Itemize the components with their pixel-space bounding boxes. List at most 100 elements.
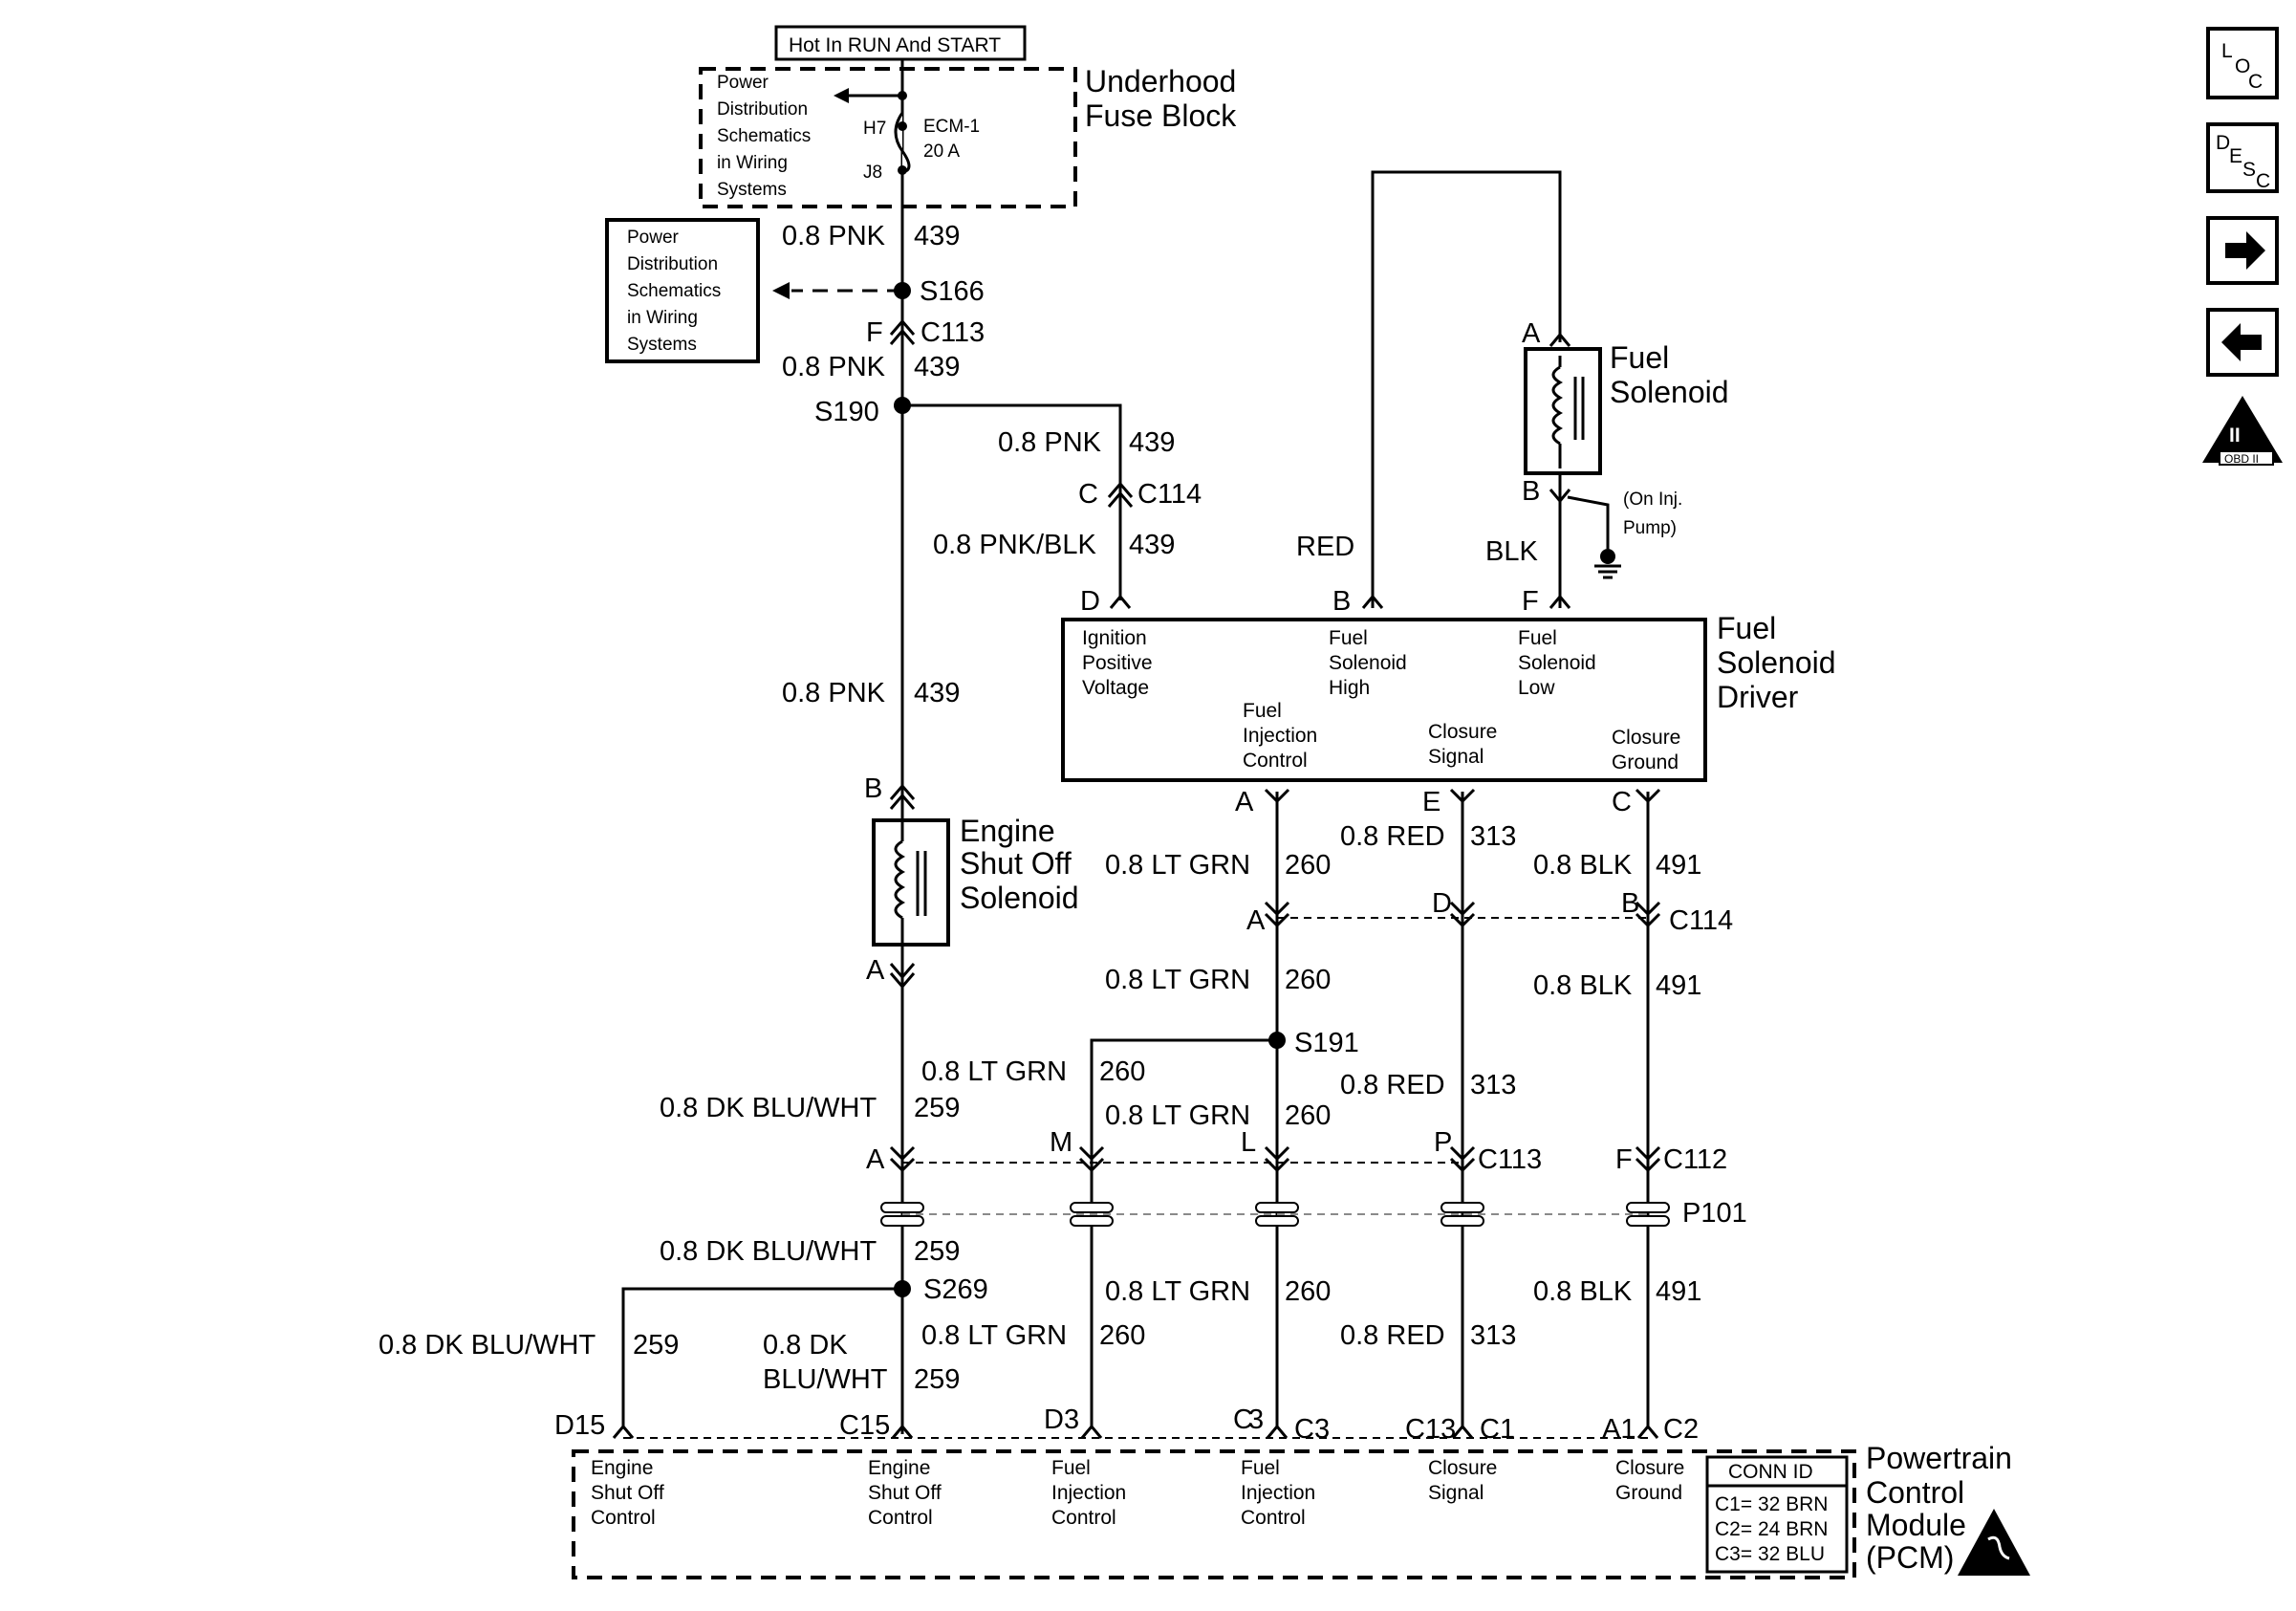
svg-text:Signal: Signal	[1428, 1482, 1484, 1504]
driver-ignition-label: Ignition Positive Voltage	[1082, 627, 1153, 699]
wire-ltgrn-label-6: 0.8 LT GRN	[921, 1320, 1067, 1351]
pin-d3: D3	[1044, 1404, 1079, 1435]
wire-439-label-1: 439	[914, 221, 960, 251]
wire-blk-label-1: 0.8 BLK	[1533, 850, 1633, 881]
pin-a1: A1	[1602, 1414, 1635, 1445]
wire-ltgrn-260-branch	[1090, 1038, 1277, 1428]
wire-439-label-5: 439	[914, 678, 960, 708]
ref2-line-5: Systems	[627, 335, 697, 355]
pcm-pin-d15-symbol	[612, 1424, 635, 1439]
shutoff-coil	[894, 839, 906, 920]
s166-arrow-head	[772, 282, 790, 299]
loc-button[interactable]: L O C	[2206, 27, 2279, 99]
svg-text:Shut Off: Shut Off	[591, 1482, 664, 1504]
pin-f-driver: F	[1522, 586, 1539, 617]
pcm-title-4: (PCM)	[1866, 1540, 1954, 1575]
driver-pin-a-symbol	[1264, 788, 1290, 804]
p101-grommet-3	[1255, 1202, 1299, 1227]
arrow-left-icon	[2221, 323, 2262, 361]
svg-text:Engine: Engine	[591, 1457, 653, 1479]
driver-fuel-high-label: Fuel Solenoid High	[1329, 627, 1407, 699]
fuel-solenoid-title: Fuel	[1610, 340, 1669, 375]
obd-ii-button[interactable]: II OBD II	[2202, 396, 2283, 466]
wire-439-label-4: 439	[1129, 530, 1175, 560]
svg-text:Fuel: Fuel	[1243, 700, 1282, 722]
desc-button[interactable]: D E S C	[2206, 122, 2279, 193]
pin-p-c113: P	[1434, 1127, 1452, 1158]
c114-pin-b-symbol	[1635, 901, 1661, 928]
svg-text:Closure: Closure	[1612, 727, 1680, 749]
pin-d-c114: D	[1432, 888, 1452, 919]
p101-grommet-4	[1440, 1202, 1484, 1227]
wire-439-label-2: 439	[914, 352, 960, 382]
svg-text:C3= 32 BLU: C3= 32 BLU	[1715, 1543, 1825, 1565]
svg-text:CONN ID: CONN ID	[1728, 1461, 1813, 1483]
wire-260-label-3: 260	[1099, 1056, 1145, 1087]
wire-pnkblk-label: 0.8 PNK/BLK	[933, 530, 1097, 560]
next-page-button[interactable]	[2206, 216, 2279, 285]
connector-c2: C2	[1663, 1414, 1699, 1445]
wire-dk-label: 0.8 DK	[763, 1330, 848, 1361]
wire-313-label-1: 313	[1470, 821, 1516, 852]
wire-439-label-3: 439	[1129, 427, 1175, 458]
pcm-pin-c3-symbol	[1266, 1424, 1289, 1439]
pin-m-c113: M	[1050, 1127, 1072, 1158]
connector-c113-bottom: C113	[1478, 1144, 1542, 1175]
svg-text:Closure: Closure	[1428, 1457, 1497, 1479]
c113-pin-p-symbol	[1449, 1145, 1476, 1173]
svg-text:Fuel: Fuel	[1329, 627, 1368, 649]
wire-259-label-2: 259	[914, 1236, 960, 1267]
pcm-pin-c15-symbol	[891, 1424, 914, 1439]
fuel-solenoid-title-2: Solenoid	[1610, 375, 1729, 409]
svg-text:Power: Power	[717, 73, 769, 93]
pcm-closure-signal: Closure Signal	[1428, 1457, 1497, 1504]
pin-c3-num: 3	[1248, 1404, 1264, 1435]
wire-red-fuel-solenoid-high	[1371, 170, 1562, 608]
wire-dkbluwht-label-1: 0.8 DK BLU/WHT	[660, 1093, 877, 1123]
svg-text:O: O	[2235, 55, 2250, 77]
conn-id-table: CONN ID C1= 32 BRN C2= 24 BRN C3= 32 BLU	[1705, 1455, 1849, 1574]
svg-text:Voltage: Voltage	[1082, 677, 1149, 699]
pcm-box	[572, 1449, 1856, 1579]
driver-title-3: Driver	[1717, 680, 1799, 714]
wire-pnk-label-3: 0.8 PNK	[998, 427, 1102, 458]
svg-text:Ground: Ground	[1612, 751, 1679, 773]
svg-text:Fuel: Fuel	[1241, 1457, 1280, 1479]
pin-b-shutoff: B	[864, 773, 882, 804]
pin-a-shutoff: A	[866, 955, 885, 986]
driver-title: Fuel	[1717, 611, 1776, 645]
svg-text:Schematics: Schematics	[717, 126, 811, 146]
fuel-solenoid-component	[1524, 347, 1602, 475]
svg-text:Solenoid: Solenoid	[1518, 652, 1596, 674]
svg-text:Shut Off: Shut Off	[868, 1482, 942, 1504]
svg-text:Low: Low	[1518, 677, 1555, 699]
engine-shut-off-title: Engine	[960, 814, 1055, 848]
pcm-title: Powertrain	[1866, 1441, 2012, 1475]
pcm-pin-c13-symbol	[1451, 1424, 1474, 1439]
svg-text:C: C	[2256, 170, 2270, 192]
wire-313-label-3: 313	[1470, 1320, 1516, 1351]
pin-c3-left: C	[1233, 1404, 1253, 1435]
pin-c-c114: C	[1078, 479, 1098, 510]
svg-text:Solenoid: Solenoid	[1329, 652, 1407, 674]
previous-page-button[interactable]	[2206, 308, 2279, 377]
wire-491-label-3: 491	[1656, 1276, 1701, 1307]
wire-red-label-1: 0.8 RED	[1340, 821, 1445, 852]
wire-red-label-2: 0.8 RED	[1340, 1070, 1445, 1100]
wire-dkbluwht-label-3: 0.8 DK BLU/WHT	[379, 1330, 596, 1361]
wire-red-label-3: 0.8 RED	[1340, 1320, 1445, 1351]
wire-ltgrn-label-4: 0.8 LT GRN	[1105, 1100, 1250, 1131]
engine-shut-off-title-2: Shut Off	[960, 846, 1072, 881]
driver-closure-signal-label: Closure Signal	[1428, 721, 1497, 768]
svg-text:Ground: Ground	[1615, 1482, 1682, 1504]
pin-b-driver: B	[1332, 586, 1351, 617]
power-distribution-ref-1: Power Distribution Schematics in Wiring …	[717, 73, 811, 200]
svg-text:C2= 24 BRN: C2= 24 BRN	[1715, 1518, 1828, 1540]
on-inj-pump-note: (On Inj.	[1623, 490, 1682, 510]
pcm-closure-ground: Closure Ground	[1615, 1457, 1684, 1504]
pin-b-fuel-solenoid: B	[1522, 476, 1540, 507]
svg-text:Injection: Injection	[1051, 1482, 1126, 1504]
svg-text:E: E	[2229, 145, 2242, 167]
svg-text:Systems: Systems	[717, 180, 787, 200]
wire-ltgrn-label-5: 0.8 LT GRN	[1105, 1276, 1250, 1307]
